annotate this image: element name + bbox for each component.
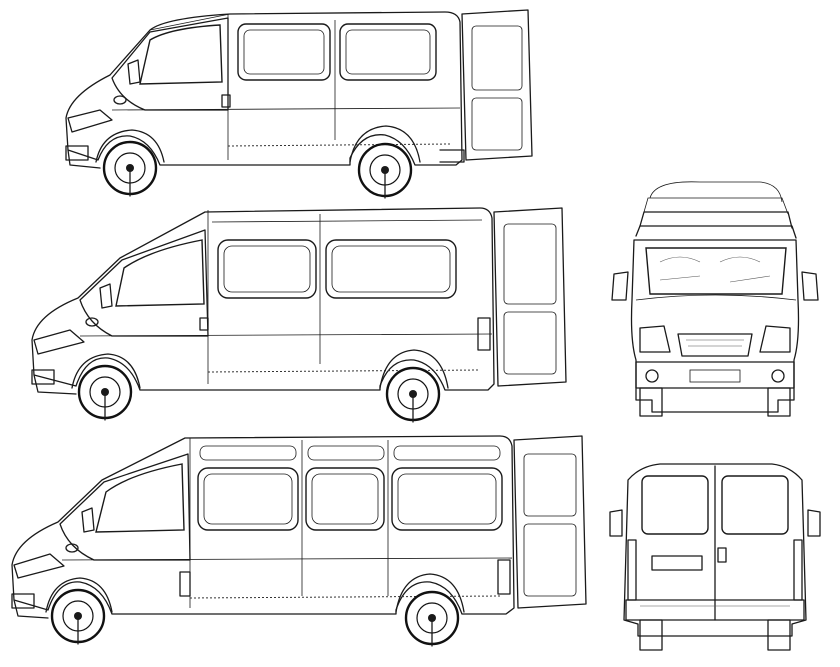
side-view-short-wheelbase — [65, 9, 533, 199]
front-view — [611, 181, 819, 417]
rear-view — [609, 463, 821, 651]
side-view-medium-wheelbase — [31, 207, 567, 423]
side-view-long-wheelbase — [11, 435, 587, 647]
